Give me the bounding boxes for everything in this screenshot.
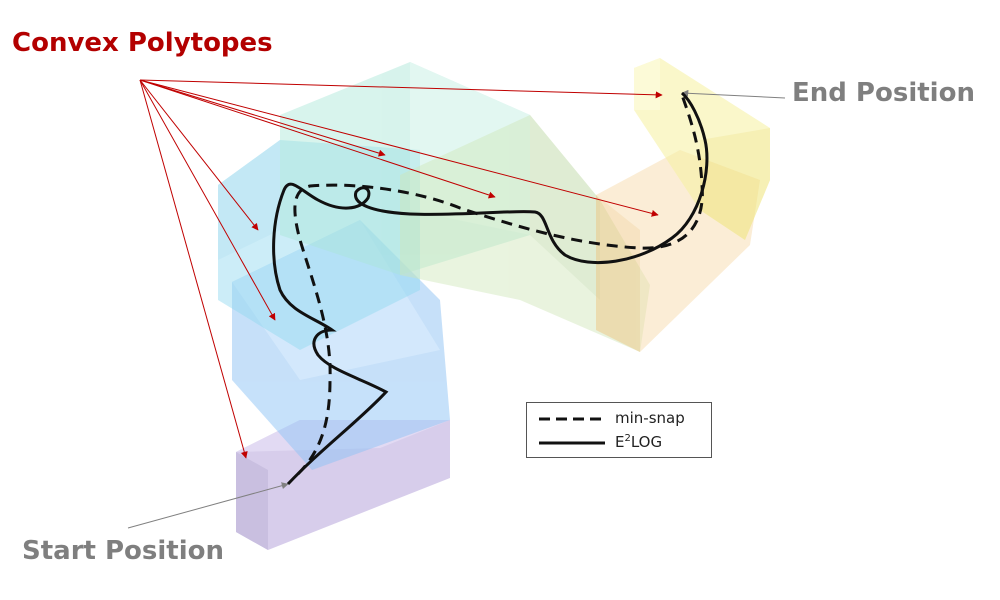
callout-arrow <box>139 79 276 321</box>
polytope-yellow <box>634 58 770 240</box>
min-snap-trajectory <box>293 94 704 476</box>
legend-label-e2log-base: E <box>615 433 625 451</box>
polytope-teal <box>280 62 530 275</box>
solid-line-icon <box>539 441 605 445</box>
end-position-arrow <box>681 89 786 99</box>
callout-arrow <box>139 79 659 217</box>
polytope-green <box>400 115 650 352</box>
legend-label-min-snap: min-snap <box>615 409 685 427</box>
legend-item-e2log: E2LOG <box>527 431 711 455</box>
callout-arrow <box>139 79 248 459</box>
callout-arrow <box>139 79 496 199</box>
callout-arrow <box>139 79 663 99</box>
polytope-callout-arrows <box>139 79 663 459</box>
start-position-label: Start Position <box>22 536 225 566</box>
polytope-blue <box>232 220 450 470</box>
convex-polytopes-label: Convex Polytopes <box>12 28 273 58</box>
polytopes <box>218 58 770 550</box>
legend-label-e2log: E2LOG <box>615 433 662 451</box>
legend-label-e2log-rest: LOG <box>630 433 663 451</box>
legend: min-snap E2LOG <box>526 402 712 458</box>
callout-arrow <box>139 79 386 157</box>
legend-item-min-snap: min-snap <box>527 407 711 431</box>
legend-label-e2log-sup: 2 <box>624 433 631 444</box>
callout-arrow <box>139 79 259 231</box>
end-position-label: End Position <box>792 78 975 108</box>
start-position-arrow <box>127 482 289 529</box>
e2log-trajectory <box>272 91 709 486</box>
dashed-line-icon <box>539 417 605 421</box>
